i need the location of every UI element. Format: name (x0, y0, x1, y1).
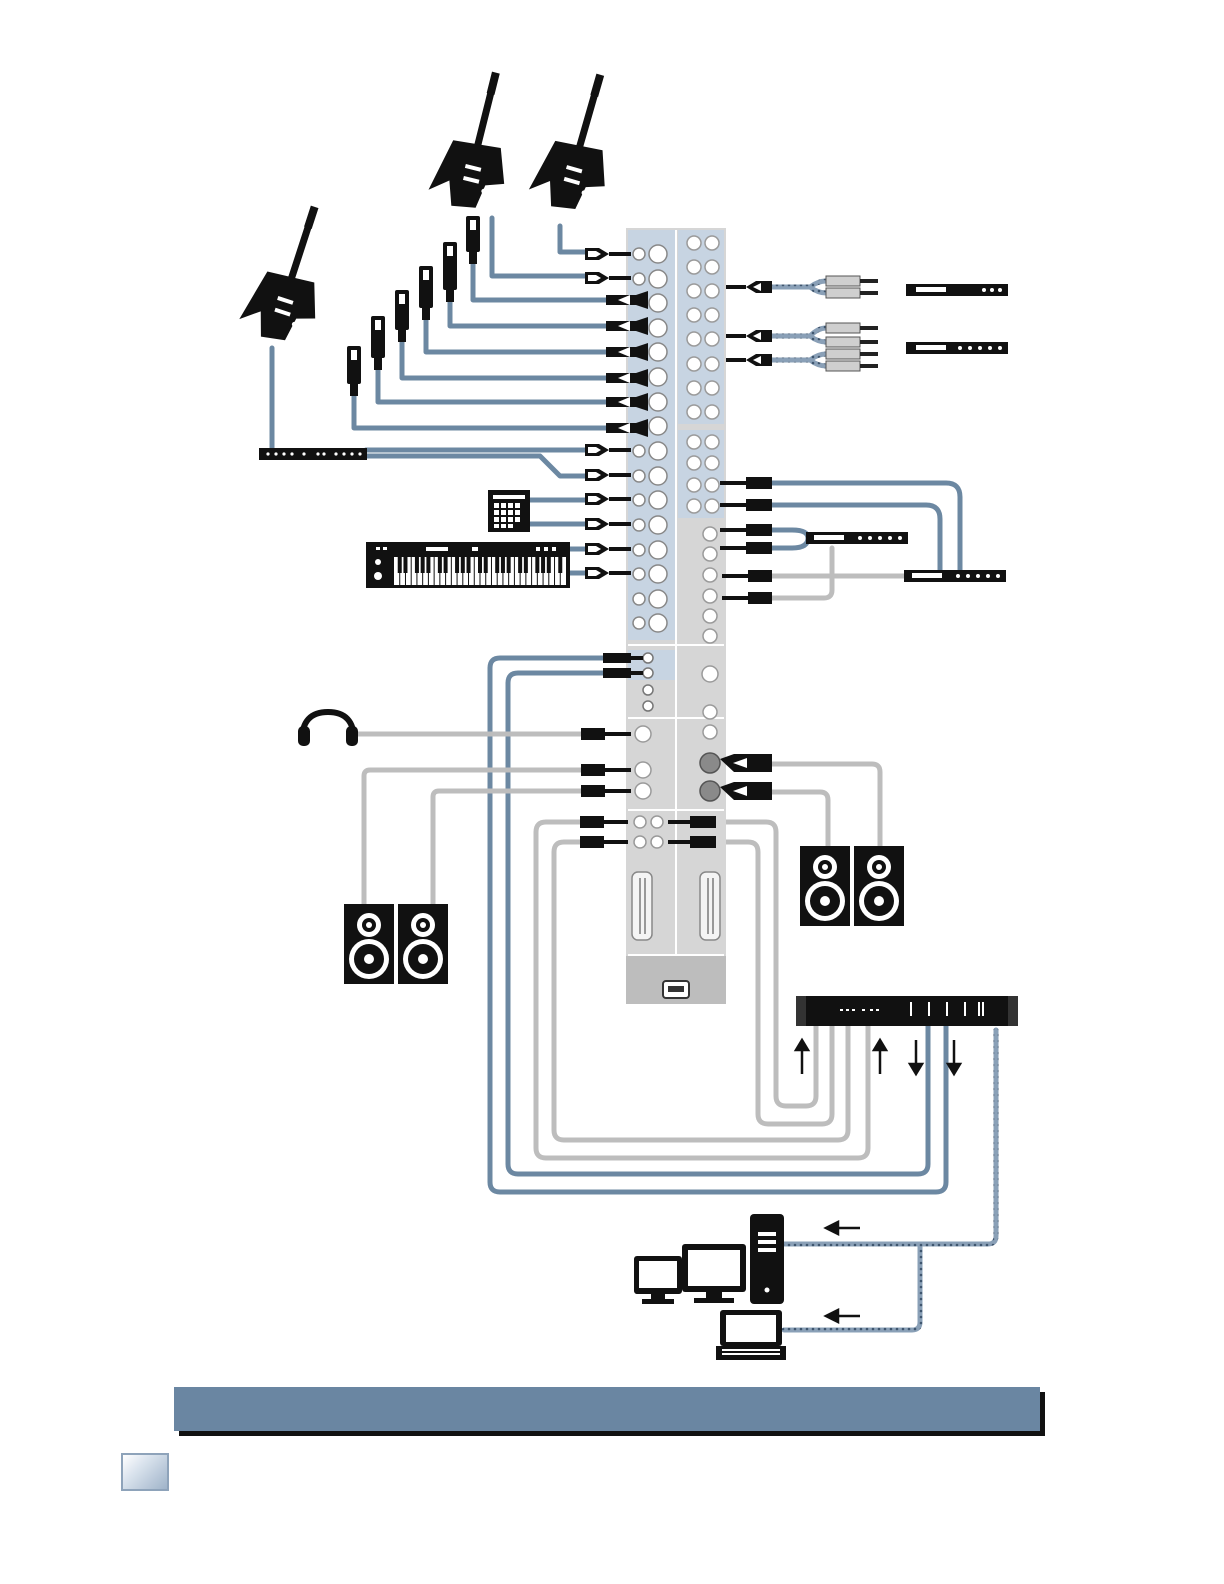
piano-black-key (403, 557, 407, 573)
studio-monitor-2 (398, 904, 448, 984)
piano-black-key (547, 557, 551, 573)
piano-black-keys (398, 557, 563, 573)
mic-5 (371, 316, 385, 370)
cable-aux-d (772, 538, 808, 548)
mixer-rear-panel (626, 228, 726, 1004)
computer-monitor-small (634, 1256, 682, 1304)
rack-unit-insert-1 (906, 284, 1008, 296)
cable-mic-2 (450, 300, 608, 326)
electric-guitar-icon (236, 64, 634, 351)
rack-unit-effects-1 (806, 532, 908, 544)
piano-black-key (518, 557, 522, 573)
piano-black-key (398, 557, 402, 573)
firewire-port-icon (663, 981, 689, 998)
cable-insert-2b (810, 336, 826, 342)
cable-insert-2 (772, 328, 826, 336)
piano-black-key (467, 557, 471, 573)
page-number-box (121, 1453, 169, 1491)
piano-black-key (478, 557, 482, 573)
rack-unit-insert-2 (906, 342, 1008, 354)
computer-monitor-large (682, 1244, 746, 1303)
guitar-2 (526, 65, 634, 219)
cable-mic-6 (354, 394, 608, 428)
cable-guitar-1 (492, 218, 588, 276)
piano-black-key (415, 557, 419, 573)
piano-black-key (421, 557, 425, 573)
piano-black-key (444, 557, 448, 573)
cable-rack-ch10 (366, 456, 588, 476)
mic-6 (347, 346, 361, 396)
piano-black-key (535, 557, 539, 573)
studio-monitor-icon (344, 846, 904, 984)
keyboard-synth-icon (366, 542, 570, 588)
cable-insert-1b (810, 287, 826, 293)
mic-4 (395, 290, 409, 342)
mic-2 (443, 242, 457, 302)
cable-insert-3 (772, 354, 826, 360)
direction-arrow-icon (796, 1040, 960, 1322)
arrow-down-1 (910, 1040, 922, 1074)
cable-guitar-2 (560, 226, 588, 252)
cable-aux-c (772, 530, 808, 538)
desktop-computer-icon (634, 1214, 784, 1304)
audio-interface-unit (796, 996, 1018, 1026)
xlr-microphone-icon (347, 216, 480, 396)
studio-monitor-4 (854, 846, 904, 926)
piano-black-key (438, 557, 442, 573)
guitar-3 (236, 195, 348, 350)
piano-black-key (461, 557, 465, 573)
cable-insert-3b (810, 360, 826, 366)
cable-monitor-right-b (772, 792, 828, 848)
figure-caption-bar (174, 1387, 1040, 1431)
arrow-left-2 (826, 1310, 860, 1322)
arrow-down-2 (948, 1040, 960, 1074)
cable-mic-5 (378, 368, 608, 402)
arrow-left-1 (826, 1222, 860, 1234)
studio-monitor-3 (800, 846, 850, 926)
guitar-1 (426, 64, 530, 217)
studio-monitor-1 (344, 904, 394, 984)
cable-insert-1 (772, 281, 826, 287)
piano-black-key (484, 557, 488, 573)
piano-black-key (501, 557, 505, 573)
cable-return-b (772, 548, 832, 598)
piano-black-key (426, 557, 430, 573)
arrow-up-1 (796, 1040, 808, 1074)
piano-black-key (558, 557, 562, 573)
rack-unit-preamp (259, 448, 367, 460)
piano-black-key (541, 557, 545, 573)
insert-y-plugs (826, 276, 878, 371)
mic-3 (419, 266, 433, 320)
mixer-panel-blue-right (678, 230, 724, 424)
piano-black-key (507, 557, 511, 573)
tower-computer (750, 1214, 784, 1304)
mic-1 (466, 216, 480, 264)
rack-unit-effects-2 (904, 570, 1006, 582)
drum-machine-icon (488, 490, 530, 532)
piano-black-key (495, 557, 499, 573)
laptop-icon (716, 1310, 786, 1360)
piano-black-key (455, 557, 459, 573)
cable-mic-4 (402, 340, 608, 378)
piano-black-key (524, 557, 528, 573)
jack-plug-inserts (720, 281, 772, 604)
arrow-up-2 (874, 1040, 886, 1074)
headphones-icon (298, 712, 358, 746)
cable-mic-3 (426, 318, 608, 352)
